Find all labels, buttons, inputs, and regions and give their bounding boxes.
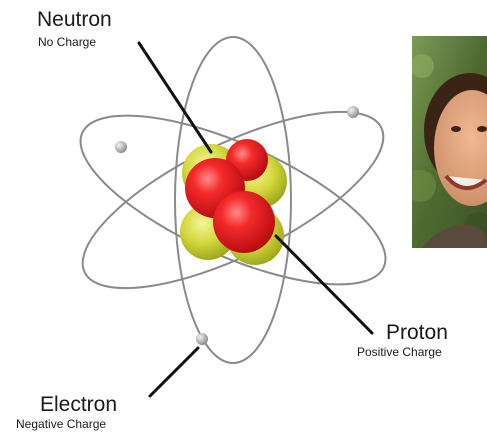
- orbit-ring-vertical: [174, 36, 292, 364]
- neutron-title: Neutron: [37, 8, 112, 31]
- nucleus: [180, 139, 287, 265]
- proton-pointer-line: [274, 234, 374, 335]
- electron-title: Electron: [40, 393, 118, 416]
- proton-title: Proton: [386, 321, 448, 344]
- neutron-subtitle: No Charge: [38, 35, 97, 49]
- electron-particle-right: [347, 106, 359, 118]
- electron-particle-left: [115, 141, 127, 153]
- neutron-pointer-line: [137, 41, 213, 154]
- electron-particle-bottom: [196, 333, 208, 345]
- electron-subtitle: Negative Charge: [16, 417, 107, 431]
- proton-particle: [213, 191, 275, 253]
- proton-subtitle: Positive Charge: [357, 345, 442, 359]
- electron-pointer-line: [148, 346, 200, 398]
- portrait-photo: [412, 36, 487, 248]
